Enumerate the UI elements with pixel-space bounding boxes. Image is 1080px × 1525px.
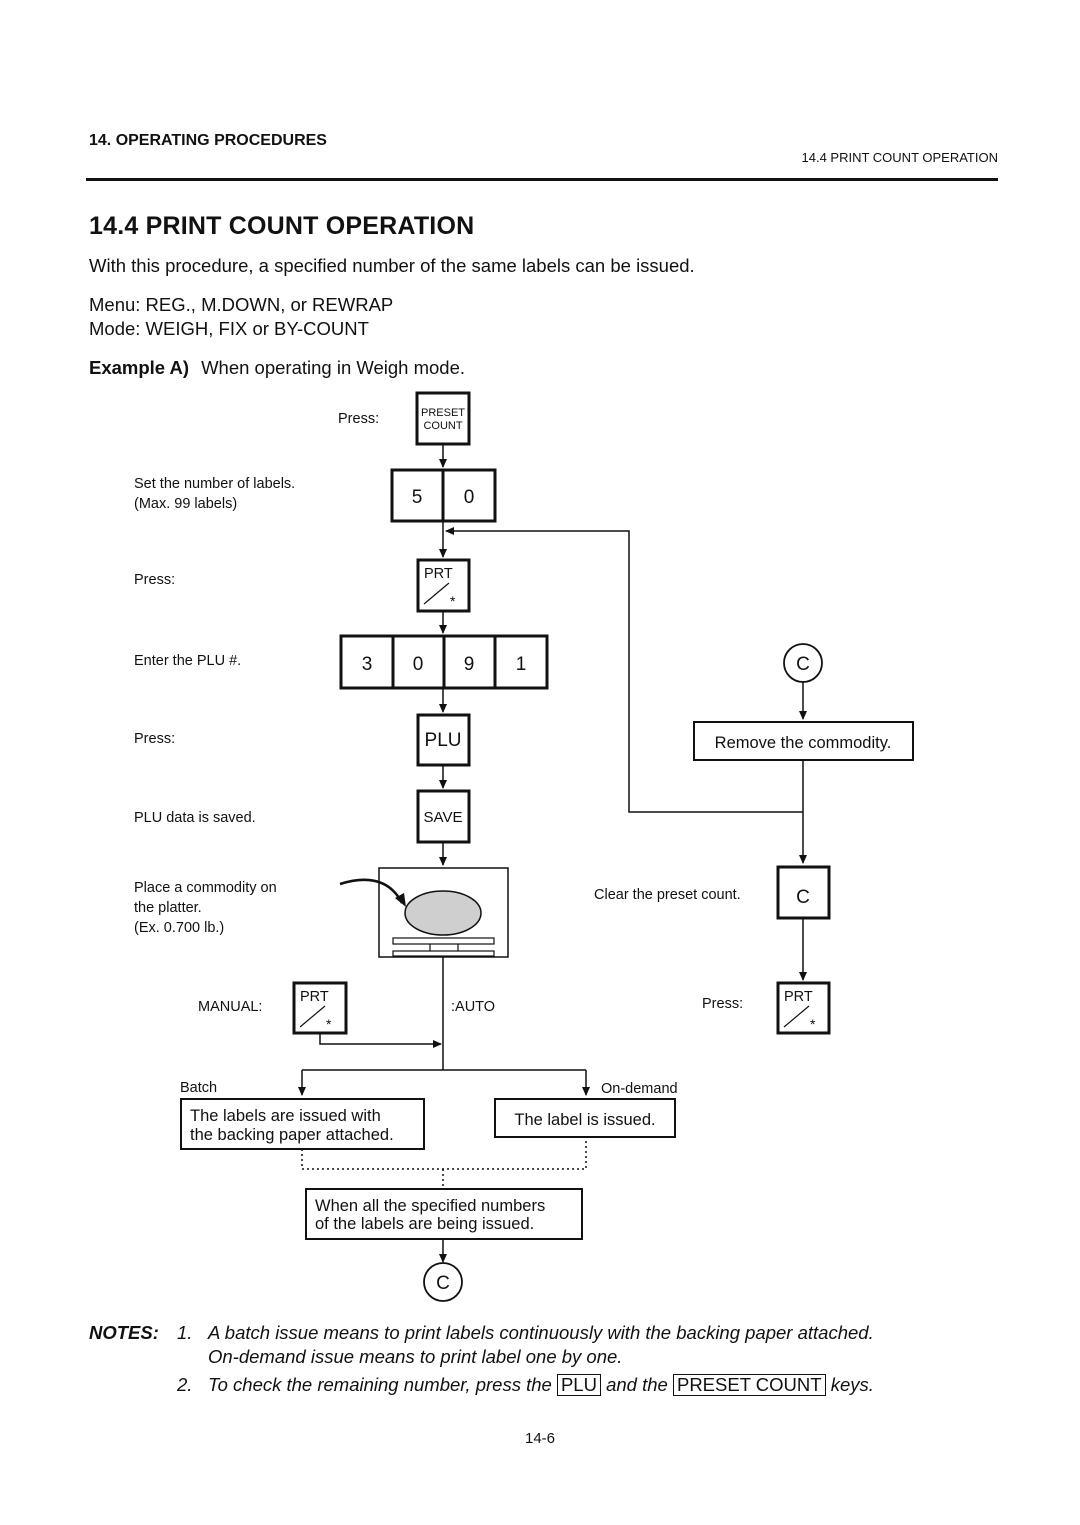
clear-c-key: C [776, 865, 831, 920]
auto-label: :AUTO [451, 999, 495, 1015]
count-digit-1: 5 [412, 487, 423, 508]
place-arrow-head [395, 893, 406, 907]
preset-count-key: PRESET COUNT [415, 391, 471, 446]
notes-label: NOTES: [89, 1322, 159, 1343]
final-prt-star: * [810, 1016, 816, 1032]
page-title: 14.4 PRINT COUNT OPERATION [89, 212, 475, 240]
note2-text-a: To check the remaining number, press the [208, 1374, 552, 1395]
all-issued-line1: When all the specified numbers [315, 1197, 545, 1215]
note2-text-b: and the [606, 1374, 668, 1395]
count-digit-2: 0 [464, 487, 475, 508]
commodity-shape [404, 890, 482, 936]
manual-prt-key: PRT * [292, 981, 348, 1035]
example-line: Example A) When operating in Weigh mode. [89, 357, 465, 379]
connector-c-bottom-label: C [436, 1273, 450, 1294]
plu-digit-1: 3 [362, 654, 373, 675]
scale-illustration [378, 867, 509, 958]
note2-number: 2. [177, 1374, 193, 1395]
place-commodity-line1: Place a commodity on [134, 880, 277, 896]
all-issued-box: When all the specified numbers of the la… [305, 1188, 583, 1240]
set-number-line2: (Max. 99 labels) [134, 496, 237, 512]
ondemand-box-text: The label is issued. [514, 1111, 655, 1129]
note2-text-c: keys. [830, 1374, 874, 1395]
note1-line2: On-demand issue means to print label one… [208, 1346, 623, 1367]
section-reference: 14.4 PRINT COUNT OPERATION [801, 150, 999, 165]
press-label-2: Press: [134, 572, 175, 588]
header-rule [86, 178, 998, 181]
press-label-3: Press: [134, 731, 175, 747]
mode-line: Mode: WEIGH, FIX or BY-COUNT [89, 318, 369, 339]
press-label-1: Press: [338, 411, 379, 427]
preset-key-line1: PRESET [421, 407, 465, 419]
batch-label: Batch [180, 1080, 217, 1096]
batch-box-line1: The labels are issued with [190, 1107, 381, 1125]
manual-label: MANUAL: [198, 999, 262, 1015]
remove-commodity-box: Remove the commodity. [693, 721, 914, 761]
save-key-label: SAVE [424, 809, 463, 826]
connector-c-bottom: C [423, 1262, 463, 1302]
menu-line: Menu: REG., M.DOWN, or REWRAP [89, 294, 394, 315]
save-key: SAVE [416, 789, 471, 844]
manual-prt-star: * [326, 1016, 332, 1032]
plu-number-keys: 3 0 9 1 [339, 634, 549, 690]
final-prt-label: PRT [784, 989, 813, 1005]
note2-plu-key: PLU [556, 1374, 601, 1396]
note1-number: 1. [177, 1322, 193, 1343]
plu-key: PLU [416, 713, 471, 767]
note1-line1: A batch issue means to print labels cont… [208, 1322, 874, 1343]
prt-key-label: PRT [424, 566, 453, 582]
intro-text: With this procedure, a specified number … [89, 255, 695, 276]
plu-digit-3: 9 [464, 654, 475, 675]
plu-key-label: PLU [425, 730, 462, 751]
plu-digit-2: 0 [413, 654, 424, 675]
prt-key-star: * [450, 593, 456, 609]
arrow-manual-to-main [319, 1033, 442, 1048]
dotted-merge [301, 1137, 587, 1188]
clear-c-key-label: C [796, 887, 810, 908]
press-label-4: Press: [702, 996, 743, 1012]
batch-box-line2: the backing paper attached. [190, 1126, 394, 1144]
chapter-heading: 14. OPERATING PROCEDURES [89, 132, 327, 149]
set-number-line1: Set the number of labels. [134, 476, 295, 492]
enter-plu-label: Enter the PLU #. [134, 653, 241, 669]
preset-key-line2: COUNT [423, 420, 462, 432]
prt-key: PRT * [416, 558, 471, 613]
example-text: When operating in Weigh mode. [201, 357, 466, 378]
manual-prt-label: PRT [300, 989, 329, 1005]
count-keys: 5 0 [390, 468, 497, 523]
connector-c-top-label: C [796, 654, 810, 675]
batch-result-box: The labels are issued with the backing p… [180, 1098, 425, 1150]
note2-line: To check the remaining number, press the… [208, 1374, 874, 1396]
all-issued-line2: of the labels are being issued. [315, 1215, 534, 1233]
remove-commodity-text: Remove the commodity. [715, 734, 892, 752]
place-commodity-line2: the platter. [134, 900, 202, 916]
page-number: 14-6 [524, 1430, 556, 1447]
plu-saved-label: PLU data is saved. [134, 810, 256, 826]
clear-preset-label: Clear the preset count. [594, 887, 741, 903]
final-prt-key: PRT * [776, 981, 831, 1035]
place-commodity-line3: (Ex. 0.700 lb.) [134, 920, 224, 936]
loop-back-arrow [445, 527, 803, 813]
ondemand-result-box: The label is issued. [494, 1098, 676, 1138]
connector-c-top: C [783, 643, 823, 683]
ondemand-label: On-demand [601, 1081, 678, 1097]
example-label: Example A) [89, 357, 190, 378]
note2-preset-count-key: PRESET COUNT [672, 1374, 826, 1396]
plu-digit-4: 1 [516, 654, 527, 675]
